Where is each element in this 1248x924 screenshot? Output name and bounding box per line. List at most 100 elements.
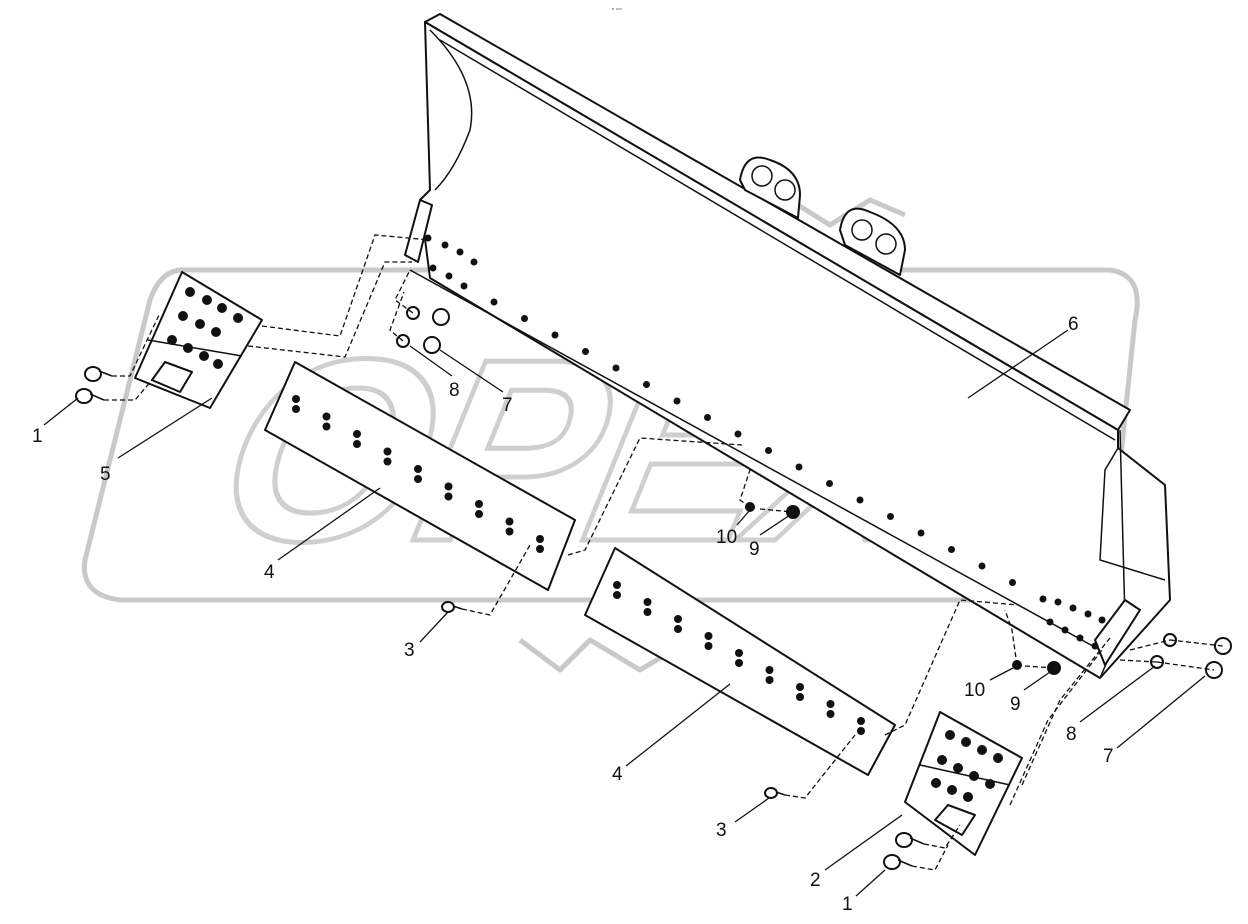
bolt-hole [947, 785, 957, 795]
callout-8-left: 8 [449, 380, 460, 401]
header-mark: ᴮ ⁰⁰⁰ [612, 8, 622, 14]
bolt-hole [167, 335, 177, 345]
callout-4-left: 4 [264, 562, 275, 583]
bolt-hole [444, 492, 453, 501]
bolt-hole [470, 258, 478, 266]
bolt-hole [977, 745, 987, 755]
bolt-hole [1076, 634, 1084, 642]
bolt-hole [441, 241, 449, 249]
bolt-hole [551, 331, 559, 339]
bolt-hole [353, 430, 361, 438]
bolt-hole [993, 753, 1003, 763]
bolt-hole [292, 395, 300, 403]
bolt-hole [704, 642, 713, 650]
bolt-hole [917, 529, 925, 537]
bolt-hole [1039, 595, 1047, 603]
callout-7-left: 7 [502, 395, 513, 416]
bolt-1-left-a [84, 366, 113, 382]
bolt-hole [735, 659, 743, 667]
bolt-hole [674, 625, 682, 633]
bolt-hole [961, 737, 971, 747]
bolt-hole [937, 755, 947, 765]
bolt-hole [826, 710, 835, 718]
bolt-hole [424, 234, 432, 242]
bolt-hole [734, 430, 742, 438]
callouts: 1 5 8 7 6 4 3 10 9 4 3 10 9 8 7 2 1 [32, 314, 1114, 915]
bolt-hole [353, 440, 361, 448]
bolt-hole [765, 676, 774, 684]
bolt-hole [233, 313, 243, 323]
bolt-hole [213, 359, 223, 369]
bolt-hole [887, 513, 894, 520]
bolt-hole [963, 792, 973, 802]
bolt-hole [1069, 604, 1077, 612]
bolt-hole [931, 778, 941, 788]
bolt-hole [735, 649, 743, 657]
bolt-hole [1061, 626, 1069, 634]
bolt-hole [826, 480, 833, 487]
bolt-hole [796, 683, 804, 691]
bolt-hole [704, 632, 713, 640]
bolt-hole [475, 510, 483, 518]
bolt-hole [414, 475, 422, 483]
callout-10-upper: 10 [716, 527, 737, 548]
bolt-hole [536, 535, 544, 543]
bolt-hole [456, 248, 464, 256]
bolt-hole [322, 412, 331, 421]
bolt-hole [505, 517, 514, 526]
bolt-hole [444, 482, 453, 491]
bolt-hole [414, 465, 422, 473]
bolt-hole [185, 287, 195, 297]
bolt-hole [857, 717, 865, 725]
bolt-hole [582, 348, 589, 355]
bolt-hole [195, 319, 205, 329]
leader-lines [43, 329, 1206, 897]
bolt-hole [674, 615, 682, 623]
callout-3-right: 3 [716, 820, 727, 841]
nut-7-right [1205, 637, 1232, 679]
callout-10-lower: 10 [964, 680, 985, 701]
bolt-hole [383, 457, 392, 466]
bolt-3-left [441, 601, 463, 613]
assembly-lines [104, 234, 1224, 871]
callout-9-lower: 9 [1010, 694, 1021, 715]
bolt-hole [948, 546, 955, 553]
bolt-hole [460, 282, 468, 290]
bolt-hole [643, 598, 652, 606]
bolt-hole [1084, 610, 1092, 618]
bolt-hole [969, 771, 979, 781]
bolt-hole [1054, 598, 1062, 606]
end-bit-right [904, 711, 1023, 856]
bolt-hole [765, 447, 772, 454]
callout-2: 2 [810, 870, 821, 891]
callout-9-upper: 9 [749, 539, 760, 560]
bolt-hole [613, 591, 621, 599]
bolt-hole [985, 779, 995, 789]
bolt-hole [521, 315, 528, 322]
lift-bracket-right [839, 207, 906, 276]
nut-7-left [423, 308, 450, 354]
bolt-hole [765, 666, 774, 674]
bolt-hole [643, 608, 652, 616]
bucket [404, 13, 1171, 679]
bolt-hole [1046, 618, 1054, 626]
bolt-hole [673, 397, 681, 405]
bolt-hole [178, 311, 188, 321]
bolt-hole [953, 763, 963, 773]
bolt-1-left-b [75, 388, 105, 404]
bolt-hole [704, 414, 711, 421]
bolt-hole [643, 381, 650, 388]
bolt-hole [613, 581, 621, 589]
bolt-hole [292, 405, 300, 413]
bolt-hole [1091, 642, 1099, 650]
bolt-1-right-b [883, 854, 913, 870]
bolt-hole [978, 562, 986, 570]
bolt-hole [429, 264, 437, 272]
bolt-hole [199, 351, 209, 361]
bolt-hole [322, 422, 331, 431]
bolt-hole [1098, 616, 1106, 624]
bolt-hole [490, 298, 498, 306]
bolt-hole [1009, 579, 1016, 586]
bolt-hole [795, 463, 803, 471]
